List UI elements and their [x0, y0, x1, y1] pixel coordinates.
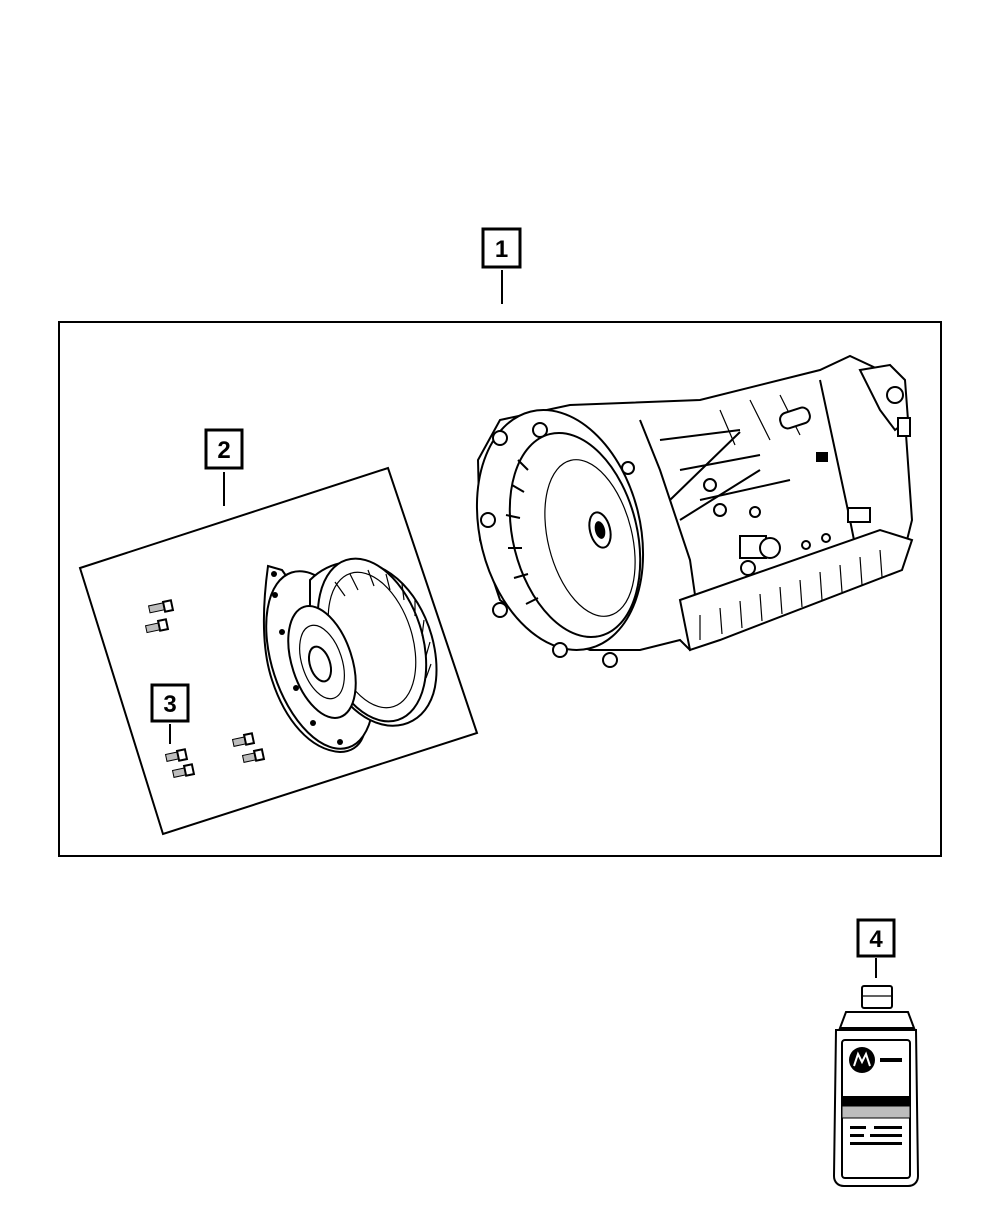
bolt: [241, 748, 266, 763]
callout-1[interactable]: 1: [481, 227, 522, 269]
fluid-bottle: [832, 985, 920, 1187]
callout-1-label: 1: [495, 236, 508, 263]
transmission: [475, 354, 914, 668]
callout-4[interactable]: 4: [856, 918, 896, 958]
bolt: [164, 748, 189, 762]
assembly-frame: [58, 321, 942, 857]
bolt: [171, 763, 196, 778]
callout-3-label: 3: [163, 691, 176, 718]
bolt: [144, 618, 170, 634]
callout-3[interactable]: 3: [150, 683, 190, 723]
bolt: [147, 599, 175, 614]
torque-converter-frame: [78, 466, 479, 836]
callout-4-label: 4: [869, 926, 883, 953]
callout-2-label: 2: [217, 437, 230, 464]
callout-2[interactable]: 2: [204, 428, 244, 470]
bolt: [231, 732, 256, 747]
torque-converter: [262, 557, 438, 754]
